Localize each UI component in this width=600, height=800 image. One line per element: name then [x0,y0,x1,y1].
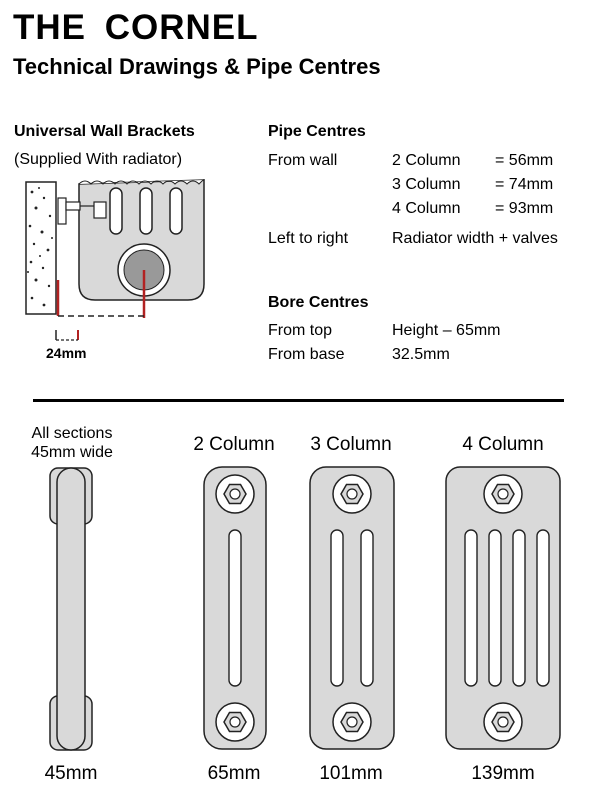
side-section-body [56,467,86,751]
wall [25,181,57,315]
pipe-row-value: = 56mm [495,152,554,169]
section-slot [488,529,502,687]
left-to-right-label: Left to right [268,230,349,247]
left-to-right-value: Radiator width + valves [392,230,558,247]
nut-bottom-icon [332,702,372,742]
bracket-plate [57,197,67,225]
nut-top-icon [215,474,255,514]
side-note-line1: All sections [31,425,113,442]
side-view-drawing [49,467,93,751]
from-top-label: From top [268,322,333,339]
column-title: 3 Column [310,434,392,455]
section-slot [228,529,242,687]
wall-texture [27,187,53,307]
nut-top-icon [332,474,372,514]
side-width-label: 45mm [44,763,98,784]
wall-bracket-drawing [25,179,205,341]
column-title: 4 Column [462,434,544,455]
nut-bottom-icon [215,702,255,742]
bracket-arm [65,201,81,211]
from-base-value: 32.5mm [392,346,450,363]
pipe-row-columns: 3 Column [392,176,461,193]
three-column-section [309,466,395,750]
two-column-section [203,466,267,750]
pipe-row-columns: 4 Column [392,200,461,217]
section-slot [512,529,526,687]
page-title: THE CORNEL [13,8,259,47]
side-note: All sections 45mm wide [31,424,113,462]
pipe-centres-heading: Pipe Centres [268,123,366,140]
brackets-note: (Supplied With radiator) [14,151,183,168]
column-width-label: 101mm [319,763,383,784]
from-base-label: From base [268,346,345,363]
from-top-value: Height – 65mm [392,322,501,339]
page-subtitle: Technical Drawings & Pipe Centres [13,54,381,79]
radiator-slot [109,187,123,235]
pipe-row-value: = 93mm [495,200,554,217]
section-slot [464,529,478,687]
side-note-line2: 45mm wide [31,444,113,461]
section-slot [360,529,374,687]
section-slot [536,529,550,687]
section-slot [330,529,344,687]
from-wall-label: From wall [268,152,338,169]
nut-bottom-icon [483,702,523,742]
radiator-wavy-top [78,179,205,185]
pipe-row-value: = 74mm [495,176,554,193]
four-column-section [445,466,561,750]
column-title: 2 Column [193,434,275,455]
pipe-row-columns: 2 Column [392,152,461,169]
nut-top-icon [483,474,523,514]
column-width-label: 139mm [471,763,535,784]
bracket-clip [93,201,107,219]
section-divider [33,399,564,402]
bore-centres-heading: Bore Centres [268,294,369,311]
radiator-slot [169,187,183,235]
radiator-slot [139,187,153,235]
column-width-label: 65mm [207,763,261,784]
brackets-heading: Universal Wall Brackets [14,123,195,140]
bracket-dimension: 24mm [46,345,87,361]
